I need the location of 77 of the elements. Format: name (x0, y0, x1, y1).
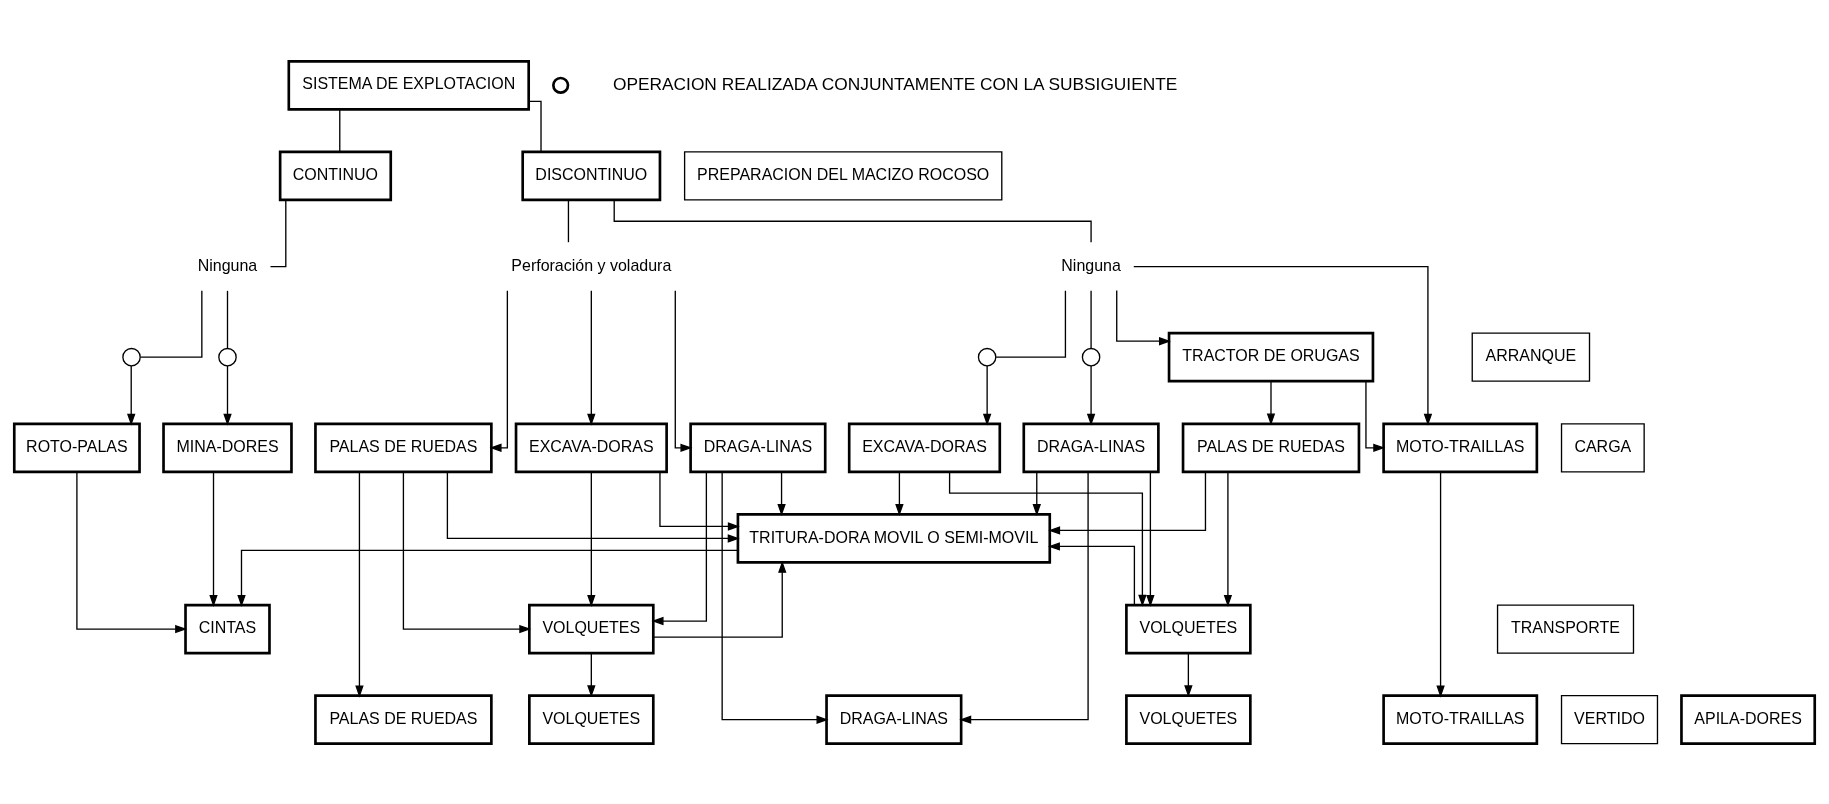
node-circle (1081, 347, 1101, 366)
node-box: SISTEMA DE EXPLOTACION (287, 59, 531, 111)
arrow (587, 470, 596, 607)
node-box: PALAS DE RUEDAS (314, 693, 493, 745)
arrow (777, 470, 786, 516)
arrow (489, 289, 509, 452)
arrow (721, 470, 829, 724)
node-box: VOLQUETES (528, 693, 655, 745)
connector (995, 289, 1067, 358)
node-box: PREPARACION DEL MACIZO ROCOSO (683, 150, 1003, 201)
node-box: EXCAVA-DORAS (847, 422, 1002, 473)
node-text: Ninguna (1061, 256, 1121, 274)
node-text: Ninguna (197, 256, 258, 274)
node-circle (977, 347, 997, 366)
arrow (895, 470, 904, 516)
arrow (674, 289, 693, 452)
arrow (1048, 471, 1207, 535)
arrow (1116, 289, 1171, 345)
node-box: PALAS DE RUEDAS (1181, 422, 1361, 473)
arrow (587, 652, 596, 697)
node-box: DRAGA-LINAS (689, 422, 827, 473)
node-box: CONTINUO (278, 150, 393, 201)
arrow (223, 364, 232, 426)
arrow (1223, 470, 1233, 607)
node-box: MOTO-TRAILLAS (1382, 422, 1539, 473)
arrow (127, 364, 136, 426)
node-box: ROTO-PALAS (12, 422, 141, 473)
arrow (959, 470, 1089, 724)
node-circle (218, 347, 237, 366)
arrow (1266, 380, 1276, 425)
arrow (446, 470, 740, 543)
node-box: MOTO-TRAILLAS (1382, 693, 1539, 745)
arrow (587, 289, 596, 426)
node-box: APILA-DORES (1680, 693, 1817, 745)
arrow (1047, 541, 1136, 605)
connector (226, 289, 229, 349)
arrow (1032, 470, 1041, 516)
arrow (1086, 364, 1096, 426)
node-box: TRITURA-DORA MOVIL O SEMI-MOVIL (736, 512, 1052, 564)
connector (1090, 289, 1092, 349)
node-box: DRAGA-LINAS (1022, 422, 1160, 473)
arrow (209, 470, 218, 607)
arrow (237, 549, 739, 607)
node-box: CINTAS (184, 603, 271, 654)
node-box: VERTIDO (1560, 694, 1659, 744)
connector (567, 199, 570, 243)
arrow (402, 470, 532, 633)
arrow (76, 470, 188, 633)
node-box: VOLQUETES (528, 603, 655, 654)
node-box: DISCONTINUO (521, 150, 662, 201)
arrow (982, 364, 992, 426)
arrow (1146, 470, 1155, 607)
node-box: TRANSPORTE (1496, 603, 1635, 654)
node-box: EXCAVA-DORAS (514, 422, 668, 473)
node-box: VOLQUETES (1125, 693, 1252, 745)
arrow (659, 470, 740, 531)
arrow (1365, 380, 1386, 452)
node-box: ARRANQUE (1471, 332, 1591, 382)
node-circle (122, 347, 141, 366)
arrow (1436, 470, 1445, 698)
node-box: CARGA (1560, 422, 1645, 472)
connector (339, 108, 341, 152)
node-box: MINA-DORES (162, 422, 293, 473)
arrow (651, 470, 708, 625)
arrow (948, 470, 1147, 607)
node-text: Perforación y voladura (511, 256, 672, 274)
connector (528, 100, 542, 153)
node-box: TRACTOR DE ORUGAS (1167, 331, 1375, 382)
arrow (652, 560, 787, 638)
arrow (1133, 265, 1433, 426)
arrow (1184, 652, 1193, 697)
node-box: VOLQUETES (1125, 603, 1252, 654)
node-box: DRAGA-LINAS (825, 693, 963, 745)
node-box: PALAS DE RUEDAS (314, 422, 493, 473)
arrow (355, 470, 364, 698)
legend-label: OPERACION REALIZADA CONJUNTAMENTE CON LA SUBSIGUIENTE (613, 73, 1178, 94)
connector (140, 289, 203, 358)
